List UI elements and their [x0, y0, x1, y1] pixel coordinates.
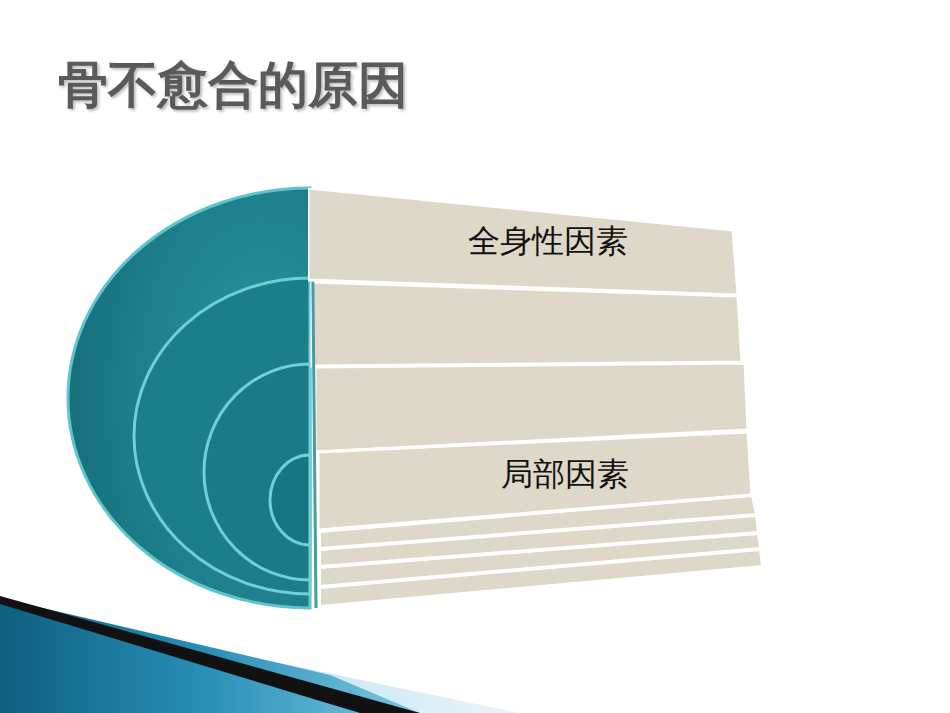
arc-ring: [270, 455, 310, 545]
thin-band: [320, 550, 762, 606]
text-band: 局部因素: [318, 430, 754, 532]
empty-band: [312, 282, 742, 366]
dark-swoosh: [0, 596, 420, 713]
band-outline: [308, 188, 738, 295]
band-label: 全身性因素: [468, 220, 628, 264]
arc-ring: [134, 278, 310, 594]
band-outline: [318, 432, 752, 530]
half-disc: [68, 188, 310, 608]
text-band: 全身性因素: [308, 188, 740, 296]
slide-title: 骨不愈合的原因: [58, 52, 408, 119]
band-label: 局部因素: [501, 453, 629, 497]
arc-ring: [204, 364, 310, 580]
